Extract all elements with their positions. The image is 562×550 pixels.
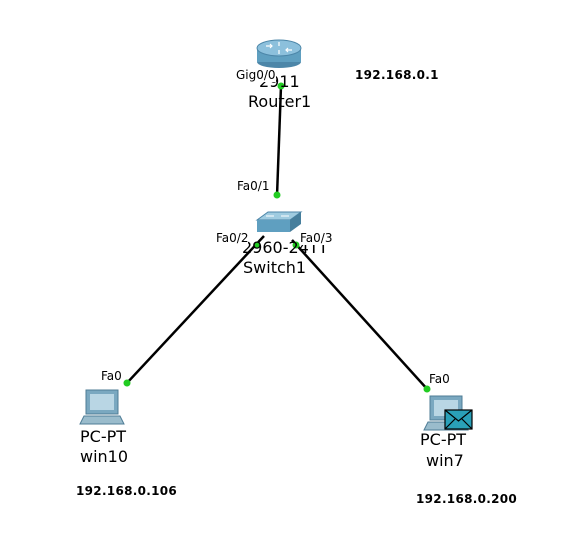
link-light — [253, 241, 261, 249]
win10-name[interactable]: win10 — [80, 447, 129, 466]
link-switch-win7[interactable] — [291, 239, 429, 391]
pc-icon[interactable] — [79, 389, 125, 425]
switch-port-left-label: Fa0/2 — [216, 231, 249, 245]
switch-port-up-label: Fa0/1 — [237, 179, 270, 193]
link-router-switch[interactable] — [275, 85, 283, 197]
link-light — [273, 191, 281, 199]
switch-name[interactable]: Switch1 — [243, 258, 307, 277]
switch-icon[interactable] — [255, 211, 303, 232]
switch-port-right-label: Fa0/3 — [300, 231, 333, 245]
router-name[interactable]: Router1 — [248, 92, 312, 111]
win10-ip: 192.168.0.106 — [76, 484, 178, 498]
win7-port-label: Fa0 — [429, 372, 450, 386]
envelope-icon[interactable] — [444, 409, 473, 430]
router-port-label: Gig0/0 — [236, 68, 276, 82]
win7-model: PC-PT — [420, 430, 467, 449]
link-light — [277, 82, 285, 90]
router-ip: 192.168.0.1 — [355, 68, 439, 82]
link-switch-win10[interactable] — [125, 235, 265, 385]
router-icon[interactable] — [256, 39, 302, 68]
win7-name[interactable]: win7 — [426, 451, 464, 470]
link-light — [292, 241, 300, 249]
link-light — [423, 385, 431, 393]
win10-model: PC-PT — [80, 427, 127, 446]
win10-port-label: Fa0 — [101, 369, 122, 383]
link-light — [123, 379, 131, 387]
win7-ip: 192.168.0.200 — [416, 492, 518, 506]
